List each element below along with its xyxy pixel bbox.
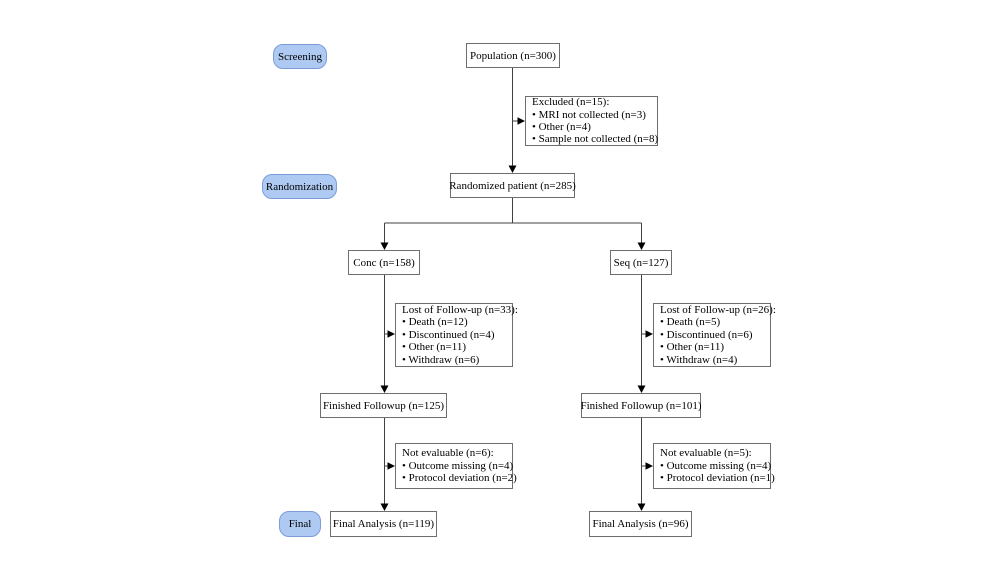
box-noteval-seq-line: • Protocol deviation (n=1) bbox=[660, 472, 775, 485]
box-lost-seq-line: • Discontinued (n=6) bbox=[660, 328, 753, 341]
box-randomized: Randomized patient (n=285) bbox=[449, 173, 576, 198]
box-lost-seq-line: Lost of Follow-up (n=26): bbox=[660, 303, 776, 316]
box-lost-conc-line: Lost of Follow-up (n=33): bbox=[402, 303, 518, 316]
box-noteval-conc: Not evaluable (n=6): • Outcome missing (… bbox=[395, 443, 517, 489]
box-excluded-line: • MRI not collected (n=3) bbox=[532, 108, 646, 121]
arrowhead-noteval-seq bbox=[645, 462, 653, 470]
box-noteval-conc-line: • Protocol deviation (n=2) bbox=[402, 472, 517, 485]
box-lost-seq-line: • Withdraw (n=4) bbox=[660, 353, 738, 366]
box-noteval-seq-line: Not evaluable (n=5): bbox=[660, 447, 752, 460]
box-final-conc-label: Final Analysis (n=119) bbox=[332, 518, 435, 530]
box-lost-seq-line: • Other (n=11) bbox=[660, 341, 725, 354]
arrowhead-lost-conc bbox=[387, 330, 395, 338]
box-conc: Conc (n=158) bbox=[348, 250, 420, 275]
box-final-seq: Final Analysis (n=96) bbox=[589, 511, 692, 537]
box-population-label: Population (n=300) bbox=[470, 49, 556, 62]
arrowhead-final-seq bbox=[637, 503, 646, 511]
box-lost-seq: Lost of Follow-up (n=26): • Death (n=5) … bbox=[653, 303, 776, 367]
box-noteval-conc-line: Not evaluable (n=6): bbox=[402, 447, 494, 460]
stage-badge-randomization: Randomization bbox=[262, 174, 337, 199]
box-lost-conc-line: • Withdraw (n=6) bbox=[402, 353, 480, 366]
arrowhead-noteval-conc bbox=[387, 462, 395, 470]
stage-badge-final-label: Final bbox=[288, 518, 312, 530]
box-lost-conc-line: • Other (n=11) bbox=[402, 341, 467, 354]
arrowhead-lost-seq bbox=[645, 330, 653, 338]
box-finished-seq-label: Finished Followup (n=101) bbox=[580, 399, 702, 412]
box-excluded-line: • Other (n=4) bbox=[532, 121, 591, 133]
box-noteval-seq: Not evaluable (n=5): • Outcome missing (… bbox=[653, 443, 775, 489]
arrowhead-conc bbox=[380, 242, 389, 250]
box-lost-seq-line: • Death (n=5) bbox=[660, 316, 721, 329]
arrowhead-randomized bbox=[508, 165, 517, 173]
stage-badge-final: Final bbox=[279, 511, 321, 537]
box-excluded: Excluded (n=15): • MRI not collected (n=… bbox=[525, 96, 658, 146]
arrowhead-final-conc bbox=[380, 503, 389, 511]
arrowhead-seq bbox=[637, 242, 646, 250]
box-lost-conc-line: • Death (n=12) bbox=[402, 316, 468, 329]
box-randomized-label: Randomized patient (n=285) bbox=[449, 179, 576, 192]
box-final-seq-label: Final Analysis (n=96) bbox=[592, 518, 689, 530]
arrowhead-finished-seq bbox=[637, 385, 646, 393]
box-final-conc: Final Analysis (n=119) bbox=[330, 511, 437, 537]
box-population: Population (n=300) bbox=[466, 43, 560, 68]
box-noteval-seq-line: • Outcome missing (n=4) bbox=[660, 459, 772, 472]
line-randomized-split bbox=[384, 198, 642, 243]
box-lost-conc: Lost of Follow-up (n=33): • Death (n=12)… bbox=[395, 303, 518, 367]
stage-badge-randomization-label: Randomization bbox=[265, 180, 334, 193]
box-conc-label: Conc (n=158) bbox=[353, 256, 415, 269]
box-seq: Seq (n=127) bbox=[610, 250, 672, 275]
box-excluded-line: • Sample not collected (n=8) bbox=[532, 133, 659, 146]
stage-badge-screening: Screening bbox=[273, 44, 327, 69]
box-seq-label: Seq (n=127) bbox=[613, 256, 669, 269]
box-excluded-line: Excluded (n=15): bbox=[532, 96, 610, 109]
box-lost-conc-line: • Discontinued (n=4) bbox=[402, 328, 495, 341]
arrowhead-finished-conc bbox=[380, 385, 389, 393]
stage-badge-screening-label: Screening bbox=[278, 50, 322, 63]
box-finished-conc-label: Finished Followup (n=125) bbox=[322, 399, 445, 412]
box-noteval-conc-line: • Outcome missing (n=4) bbox=[402, 459, 514, 472]
arrowhead-excluded bbox=[517, 117, 525, 125]
box-finished-conc: Finished Followup (n=125) bbox=[320, 393, 447, 418]
box-finished-seq: Finished Followup (n=101) bbox=[580, 393, 702, 418]
